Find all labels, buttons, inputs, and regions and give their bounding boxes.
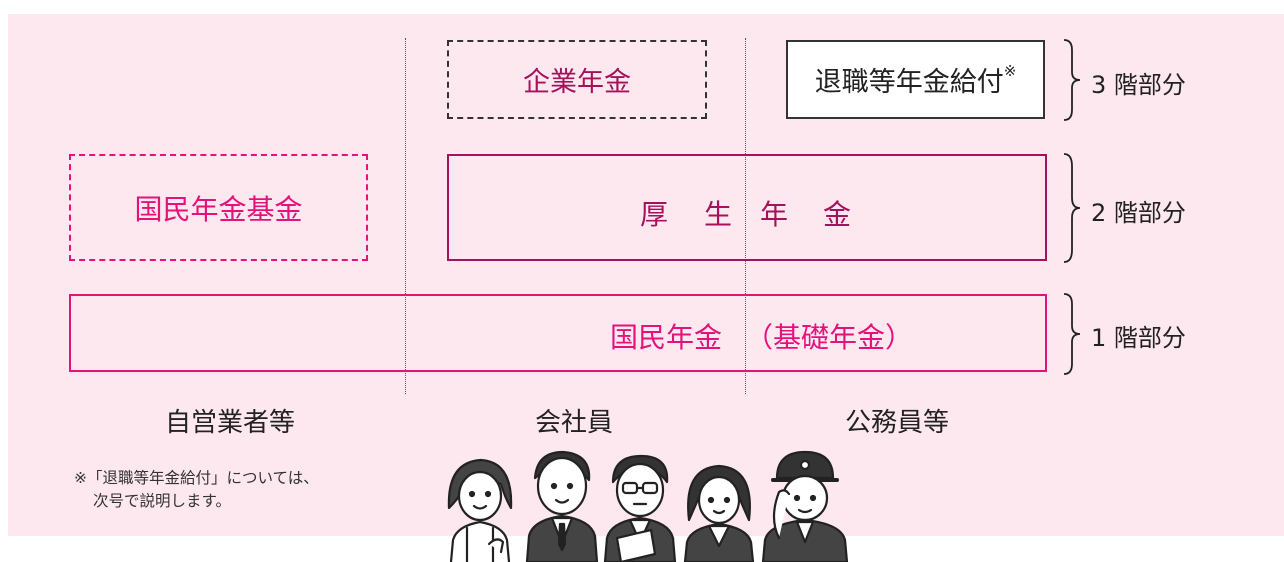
separator-line-2 (745, 38, 746, 394)
welfare-pension-char-1: 厚 (640, 198, 669, 231)
national-pension-fund-box: 国民年金基金 (69, 154, 368, 261)
national-pension-box (69, 294, 1047, 372)
column-label-self-employed: 自営業者等 (165, 408, 296, 438)
national-pension-fund-label: 国民年金基金 (134, 192, 303, 226)
retirement-benefit-mark: ※ (1003, 62, 1017, 80)
welfare-pension-char-3: 年 (760, 198, 789, 231)
level-label-1: 1 階部分 (1091, 324, 1186, 352)
workers-illustration (447, 450, 848, 562)
brace-tier-3 (1063, 39, 1081, 121)
national-pension-label: 国民年金 (610, 321, 723, 354)
welfare-pension-char-4: 金 (823, 198, 852, 231)
brace-tier-1 (1063, 293, 1081, 375)
column-label-company-employee: 会社員 (535, 408, 614, 438)
basic-pension-label: （基礎年金） (745, 321, 914, 354)
corporate-pension-label: 企業年金 (523, 67, 631, 98)
person-company-woman (683, 464, 755, 562)
brace-tier-2 (1063, 153, 1081, 263)
person-self-employed-woman (447, 458, 513, 562)
column-label-civil-servant: 公務員等 (845, 408, 950, 438)
level-label-3: 3 階部分 (1091, 71, 1186, 99)
retirement-benefit-label: 退職等年金給付 (814, 67, 1004, 98)
footnote: ※「退職等年金給付」については、 次号で説明します。 (74, 467, 319, 513)
footnote-line-2: 次号で説明します。 (93, 492, 231, 510)
person-civil-servant-officer (761, 450, 848, 562)
person-company-man (525, 450, 599, 562)
welfare-pension-char-2: 生 (704, 198, 733, 231)
corporate-pension-box: 企業年金 (447, 40, 707, 119)
level-label-2: 2 階部分 (1091, 199, 1186, 227)
welfare-pension-box (447, 154, 1047, 261)
retirement-benefit-box: 退職等年金給付※ (786, 40, 1045, 119)
separator-line-1 (405, 38, 406, 394)
person-company-man-glasses (603, 454, 677, 562)
footnote-line-1: ※「退職等年金給付」については、 (74, 469, 319, 487)
